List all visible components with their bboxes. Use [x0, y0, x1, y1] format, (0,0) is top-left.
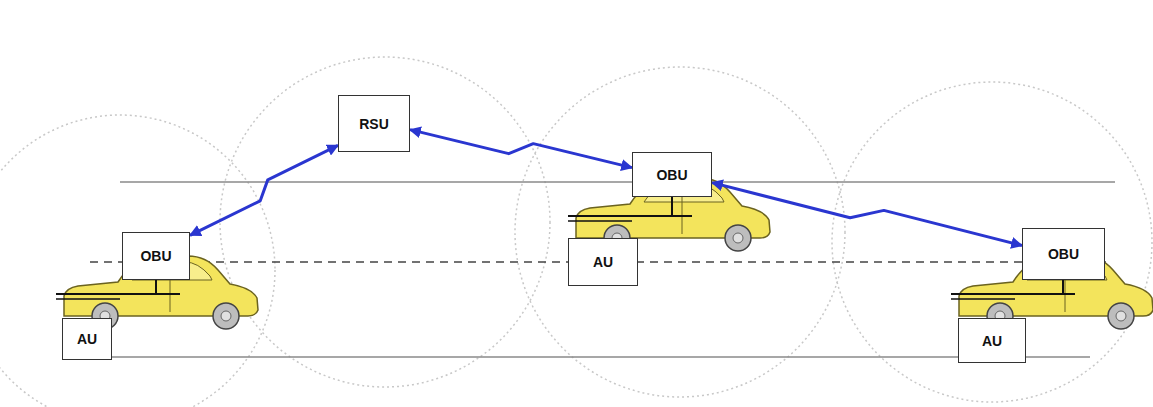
au-box: AU [62, 318, 112, 360]
au-box: AU [958, 318, 1026, 363]
wireless-link [410, 130, 632, 168]
road-edge [120, 181, 1115, 183]
mount-post [155, 280, 157, 294]
coverage-circle [515, 67, 845, 397]
unit-label: AU [593, 254, 613, 270]
unit-label: RSU [359, 116, 389, 132]
obu-box: OBU [122, 232, 190, 280]
coverage-circle [0, 115, 275, 407]
wireless-link [190, 145, 338, 235]
wireless-link [712, 183, 1022, 246]
unit-label: AU [77, 331, 97, 347]
unit-label: AU [982, 333, 1002, 349]
obu-box: OBU [1022, 228, 1105, 280]
road-edge [110, 356, 1090, 358]
mount-posts [156, 197, 1063, 294]
obu-box: OBU [632, 152, 712, 197]
coverage-circle [832, 82, 1152, 402]
au-box: AU [568, 238, 638, 286]
rsu-box: RSU [338, 95, 410, 152]
coverage-circle [220, 57, 550, 387]
coverage-circles [0, 57, 1152, 407]
unit-label: OBU [1048, 246, 1079, 262]
unit-label: OBU [140, 248, 171, 264]
unit-label: OBU [656, 167, 687, 183]
mount-post [1062, 280, 1064, 294]
mount-post [671, 197, 673, 216]
